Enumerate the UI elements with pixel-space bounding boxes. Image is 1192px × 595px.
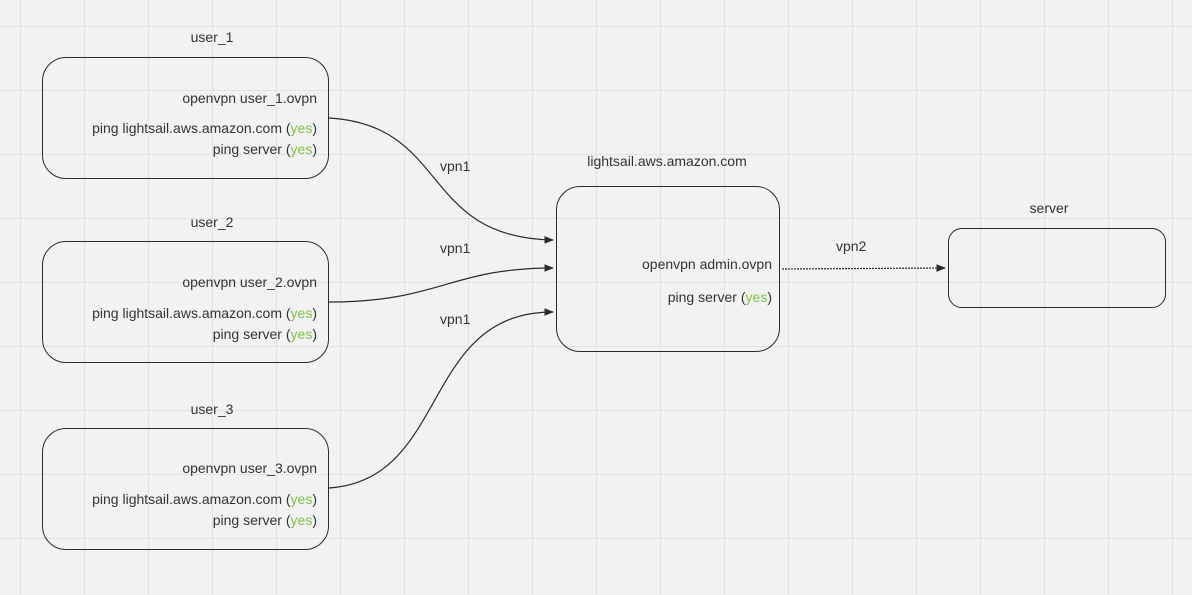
hub-openvpn-cmd: openvpn admin.ovpn	[642, 256, 772, 272]
user3-ping-server: ping server (yes)	[212, 512, 317, 528]
edge-user2-hub	[328, 264, 554, 303]
hub-title: lightsail.aws.amazon.com	[587, 153, 747, 169]
user3-ping-lightsail: ping lightsail.aws.amazon.com (yes)	[92, 491, 317, 507]
edge-user1-hub	[328, 117, 554, 244]
user2-title: user_2	[190, 214, 234, 230]
edge-hub-server	[781, 264, 946, 272]
hub-node[interactable]	[556, 186, 780, 352]
status-yes: yes	[290, 141, 313, 157]
user1-ping-lightsail: ping lightsail.aws.amazon.com (yes)	[92, 120, 317, 136]
status-yes: yes	[290, 491, 313, 507]
user2-node[interactable]	[42, 241, 329, 363]
user1-ping-server: ping server (yes)	[212, 141, 317, 157]
edge-label-vpn2: vpn2	[836, 238, 867, 254]
user2-ping-server: ping server (yes)	[212, 326, 317, 342]
status-yes: yes	[290, 326, 313, 342]
user1-title: user_1	[190, 29, 234, 45]
user2-openvpn-cmd: openvpn user_2.ovpn	[182, 274, 317, 290]
status-yes: yes	[745, 289, 768, 305]
user3-openvpn-cmd: openvpn user_3.ovpn	[182, 460, 317, 476]
status-yes: yes	[290, 305, 313, 321]
hub-ping-server: ping server (yes)	[667, 289, 772, 305]
user3-title: user_3	[190, 401, 234, 417]
user2-ping-lightsail: ping lightsail.aws.amazon.com (yes)	[92, 305, 317, 321]
user3-node[interactable]	[42, 428, 329, 550]
edge-label-vpn1: vpn1	[440, 240, 471, 256]
user1-node[interactable]	[42, 57, 329, 179]
server-title: server	[1029, 200, 1069, 216]
server-node[interactable]	[948, 228, 1166, 308]
status-yes: yes	[290, 120, 313, 136]
user1-openvpn-cmd: openvpn user_1.ovpn	[182, 90, 317, 106]
edge-label-vpn1: vpn1	[440, 311, 471, 327]
status-yes: yes	[290, 512, 313, 528]
edge-user3-hub	[328, 308, 554, 489]
edge-label-vpn1: vpn1	[440, 158, 471, 174]
